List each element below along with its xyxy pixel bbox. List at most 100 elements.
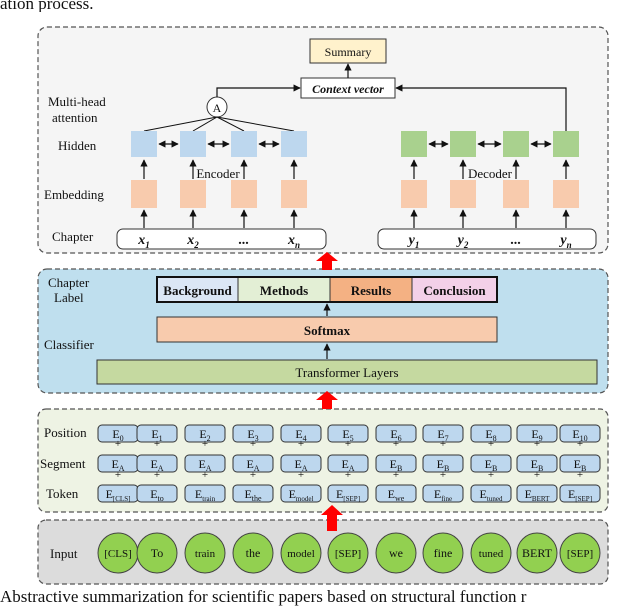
encoder-embedding-4 [281,180,307,208]
segment-embedding-text: EB [437,457,450,473]
position-embedding-box [136,424,178,443]
segment-embedding-text: EA [341,457,354,473]
input-token-circle [327,532,369,574]
attention-line-3 [216,116,245,132]
position-embedding-box [280,424,322,443]
decoder-to-context-arrow [395,84,567,131]
position-embedding-text: E10 [572,427,587,443]
plus-sign: + [298,469,304,481]
plus-sign: + [534,438,540,450]
row-label-chapter: Chapter [52,229,94,244]
summary-label: Summary [325,45,372,59]
position-embedding-text: E6 [390,427,401,443]
token-embedding-text: Etuned [480,487,503,503]
encoder-label: Encoder [196,166,240,181]
position-embedding-box [422,424,464,443]
plus-sign: + [250,469,256,481]
softmax-box [156,316,498,343]
plus-sign: + [298,438,304,450]
token-embedding-box [280,484,322,503]
row-label-position: Position [44,425,87,440]
plus-sign: + [577,469,583,481]
chapter-label-box-2 [237,276,331,303]
segment-embedding-text: EA [294,457,307,473]
token-embedding-box [470,484,512,503]
position-embedding-text: E4 [295,427,306,443]
input-token-circle [184,532,226,574]
position-embedding-text: E5 [342,427,353,443]
decoder-input-3: ... [511,233,522,248]
segment-embedding-text: EA [150,457,163,473]
plus-sign: + [115,469,121,481]
plus-sign: + [154,469,160,481]
token-embedding-box [327,484,369,503]
encoder-hidden-3 [231,131,257,157]
plus-sign: + [202,438,208,450]
row-label-attention-1: Multi-head [48,94,106,109]
input-section-panel [37,519,609,585]
chapter-label-text-4: Conclusion [423,283,486,298]
token-embedding-box [516,484,558,503]
plus-sign: + [202,469,208,481]
attention-line-4 [216,116,295,132]
input-token-text: tuned [479,548,504,560]
token-embedding-text: EBERT [525,487,551,503]
plus-sign: + [393,438,399,450]
plus-sign: + [488,469,494,481]
segment-embedding-text: EB [574,457,587,473]
decoder-input-4: yn [558,233,571,250]
plus-sign: + [250,438,256,450]
attention-lines [143,116,295,132]
token-embedding-text: Efine [434,487,452,503]
segment-embedding-box [327,454,369,473]
decoder-hidden-4 [553,131,579,157]
input-token-circle [559,532,601,574]
red-flow-arrow [321,505,343,531]
decoder-input-bar [377,228,597,250]
position-embedding-box [516,424,558,443]
input-label: Input [50,546,78,561]
position-embedding-text: E1 [151,427,162,443]
plus-sign: + [345,469,351,481]
input-token-circle [280,532,322,574]
segment-embedding-box [470,454,512,473]
attention-to-context-arrow [216,84,301,97]
input-token-circle [375,532,417,574]
position-embedding-box [559,424,601,443]
position-embedding-box [184,424,226,443]
decoder-hidden-3 [503,131,529,157]
chapter-label-frame [156,276,498,303]
token-embedding-text: E[CLS] [106,487,131,503]
input-token-circle [232,532,274,574]
encoder-input-1: x1 [137,233,150,250]
token-embedding-text: Ewe [388,487,405,503]
token-embedding-box [375,484,417,503]
plus-sign: + [345,438,351,450]
token-embedding-box [559,484,601,503]
segment-embedding-text: EB [531,457,544,473]
input-token-text: the [246,546,261,560]
attention-line-2 [192,116,218,132]
row-label-embedding: Embedding [44,187,104,202]
segment-embedding-text: EB [390,457,403,473]
input-token-text: [SEP] [335,548,361,560]
plus-sign: + [440,469,446,481]
segment-embedding-text: EB [485,457,498,473]
segment-embedding-box [232,454,274,473]
segment-embedding-box [422,454,464,473]
decoder-embedding-2 [450,180,476,208]
decoder-label: Decoder [468,166,513,181]
token-embedding-text: Eto [150,487,164,503]
summary-box [309,38,387,64]
row-label-segment: Segment [40,456,86,471]
architecture-diagram: Multi-head attention Hidden Embedding Ch… [37,26,609,585]
input-token-circle [136,532,178,574]
red-flow-arrow [316,252,338,270]
input-token-text: [SEP] [567,548,593,560]
encoder-input-3: ... [239,233,250,248]
position-embedding-text: E0 [112,427,123,443]
plus-sign: + [534,469,540,481]
segment-embedding-box [184,454,226,473]
position-embedding-text: E3 [247,427,258,443]
